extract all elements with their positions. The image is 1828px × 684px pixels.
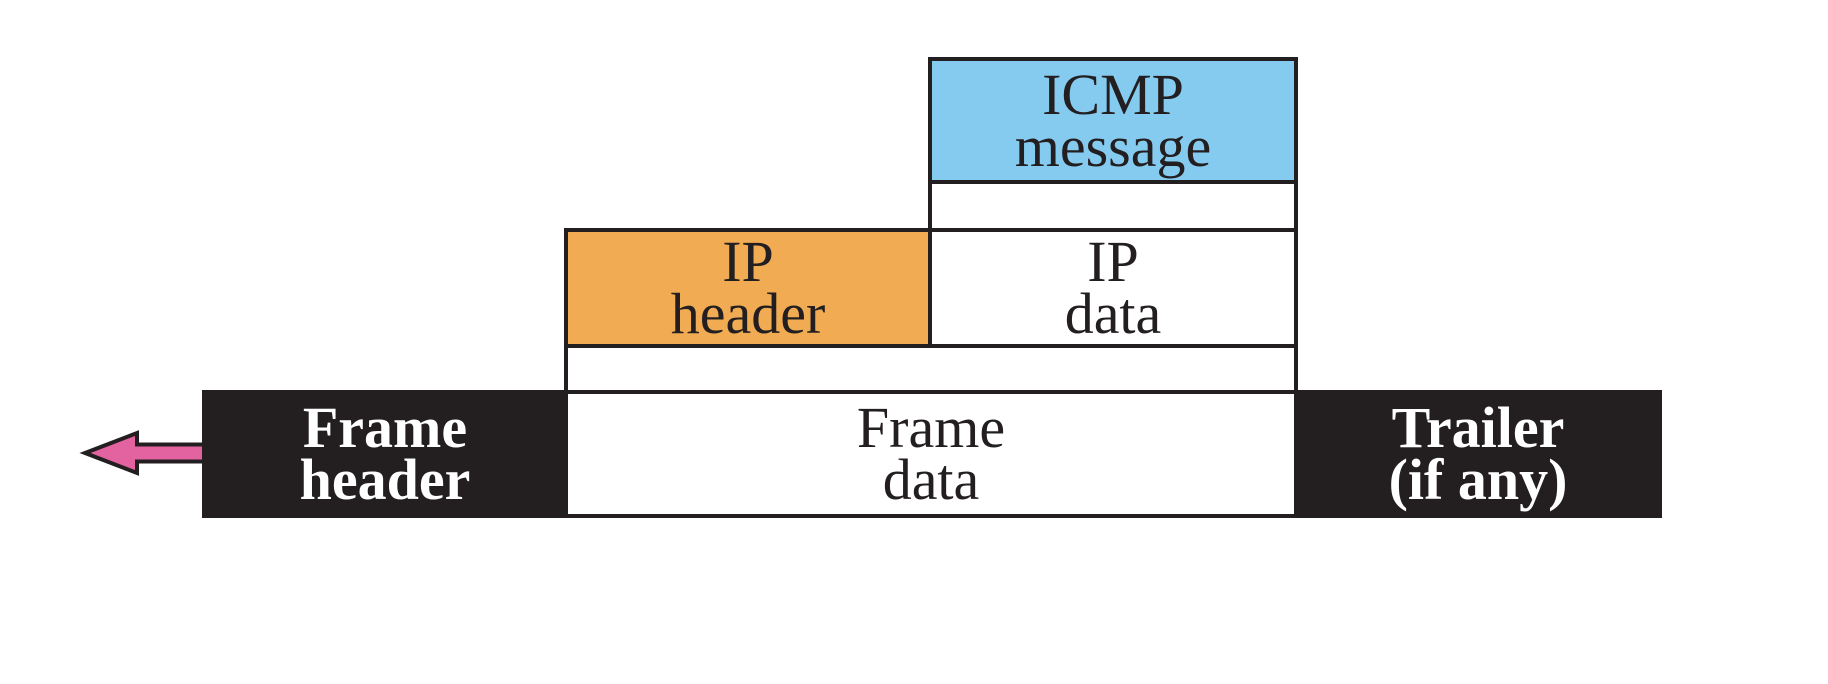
frame-header-box: Frame header [202, 390, 568, 518]
icmp-to-ip-connector [928, 184, 1298, 228]
left-arrow-shape [79, 430, 210, 476]
left-arrow-icon [79, 430, 210, 476]
frame-data-box: Frame data [564, 390, 1298, 518]
icmp-message-box: ICMP message [928, 57, 1298, 184]
ip-data-box: IP data [928, 228, 1298, 348]
trailer-box: Trailer (if any) [1294, 390, 1662, 518]
ip-to-frame-connector [564, 348, 1298, 390]
ip-header-box: IP header [564, 228, 932, 348]
